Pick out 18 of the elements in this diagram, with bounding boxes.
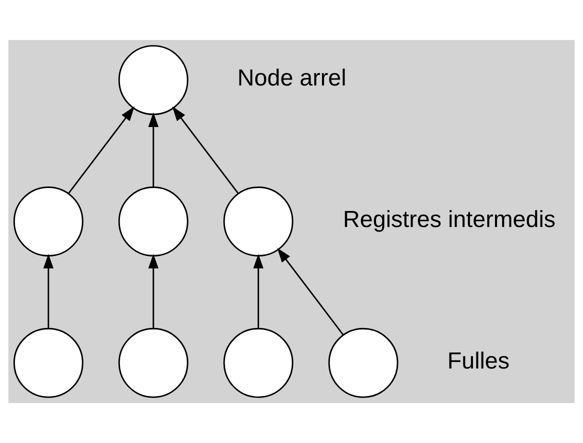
node-circle [118, 45, 188, 116]
node-circle [118, 186, 188, 256]
node-circle [223, 328, 294, 398]
node-label: Fulles [447, 347, 510, 374]
arrow [277, 248, 344, 336]
arrow [43, 254, 54, 329]
node-circle [118, 328, 188, 398]
node-circle [328, 328, 398, 398]
arrow [148, 254, 158, 329]
arrow [172, 106, 239, 194]
node-circle [223, 186, 294, 256]
node-circle [13, 186, 84, 256]
node-circle [13, 328, 84, 398]
node-label: Registres intermedis [343, 206, 556, 232]
arrow [148, 112, 158, 188]
arrow [253, 254, 264, 329]
node-label: Node arrel [237, 64, 346, 91]
arrow [68, 106, 135, 194]
